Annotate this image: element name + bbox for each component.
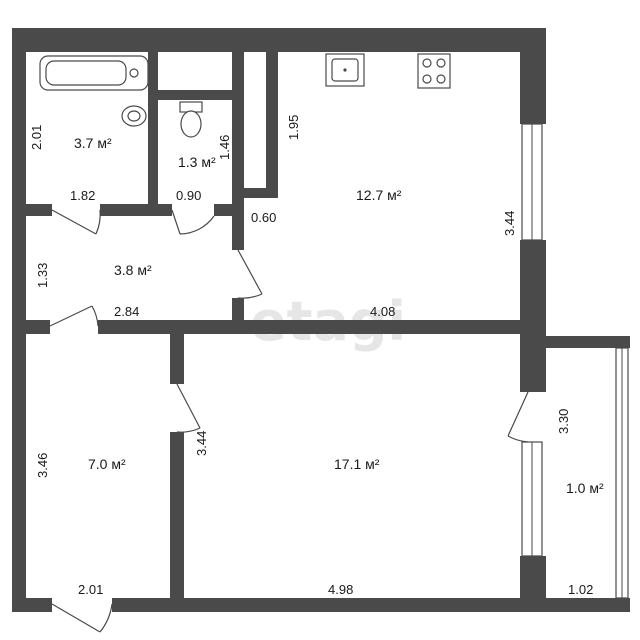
bathroom-door bbox=[51, 209, 101, 235]
dim-bath-height: 2.01 bbox=[29, 125, 44, 150]
kitchen-door bbox=[237, 249, 263, 299]
kitchen-area: 12.7 м² bbox=[356, 187, 402, 203]
toilet-door bbox=[171, 209, 215, 235]
doors bbox=[49, 209, 529, 633]
dim-bath-width: 1.82 bbox=[70, 188, 95, 203]
dim-living-width: 4.98 bbox=[328, 582, 353, 597]
wall-right-lower bbox=[520, 556, 546, 612]
wall-bottom-right bbox=[112, 598, 546, 612]
wall-hall-bottom-1 bbox=[26, 320, 50, 334]
windows bbox=[521, 123, 543, 557]
dim-balcony-width: 1.02 bbox=[568, 582, 593, 597]
balcony-frame bbox=[546, 336, 630, 612]
dim-hall-width: 2.84 bbox=[114, 304, 139, 319]
outer-walls bbox=[12, 28, 546, 612]
wall-hall-top-2 bbox=[100, 204, 172, 216]
wall-bath-toilet bbox=[148, 52, 158, 204]
hallway-area: 3.8 м² bbox=[114, 262, 152, 278]
dim-hall-height: 1.33 bbox=[35, 263, 50, 288]
balcony-door bbox=[507, 391, 529, 443]
stove-icon bbox=[417, 53, 451, 89]
dim-bedroom-height: 3.46 bbox=[35, 453, 50, 478]
wall-bed-living-lower bbox=[170, 432, 184, 612]
living-door bbox=[176, 383, 201, 433]
dim-balcony-height: 3.30 bbox=[556, 409, 571, 434]
balcony-bottom-wall bbox=[546, 598, 630, 612]
wall-right-middle bbox=[520, 240, 546, 392]
dim-duct-width: 0.60 bbox=[251, 210, 276, 225]
room-labels: 3.7 м² 1.3 м² 12.7 м² 3.8 м² 7.0 м² 17.1… bbox=[74, 135, 604, 496]
interior-walls bbox=[26, 52, 530, 612]
living-room-area: 17.1 м² bbox=[334, 456, 380, 472]
dim-kitchen-left: 1.95 bbox=[286, 115, 301, 140]
wall-hall-bottom-2 bbox=[98, 320, 530, 334]
dim-bedroom-width: 2.01 bbox=[78, 582, 103, 597]
dim-kitchen-right: 3.44 bbox=[502, 211, 517, 236]
wall-hall-kitchen-upper bbox=[232, 204, 244, 250]
wall-right-upper bbox=[520, 28, 546, 124]
bathroom-area: 3.7 м² bbox=[74, 135, 112, 151]
dimension-labels: 2.01 1.82 1.46 0.90 0.60 1.95 3.44 4.08 … bbox=[29, 115, 593, 597]
wall-bottom-left bbox=[12, 598, 52, 612]
fixtures bbox=[39, 53, 451, 138]
wall-top bbox=[12, 28, 546, 52]
wall-duct-bottom bbox=[244, 188, 266, 198]
wall-toilet-top bbox=[158, 90, 232, 100]
balcony-top-wall bbox=[546, 336, 630, 348]
entrance-door bbox=[51, 603, 113, 633]
dim-living-height: 3.44 bbox=[194, 431, 209, 456]
wall-left bbox=[12, 28, 26, 612]
balcony-area: 1.0 м² bbox=[566, 480, 604, 496]
dim-toilet-height: 1.46 bbox=[217, 135, 232, 160]
dim-kitchen-bottom: 4.08 bbox=[370, 304, 395, 319]
bedroom-area: 7.0 м² bbox=[88, 456, 126, 472]
bedroom-door bbox=[49, 305, 99, 327]
dim-toilet-width: 0.90 bbox=[176, 188, 201, 203]
toilet-area: 1.3 м² bbox=[178, 154, 216, 170]
wall-duct-right bbox=[266, 52, 278, 198]
wall-hall-top-1 bbox=[26, 204, 52, 216]
wall-duct-left bbox=[232, 52, 244, 204]
wall-bed-living-upper bbox=[170, 334, 184, 384]
